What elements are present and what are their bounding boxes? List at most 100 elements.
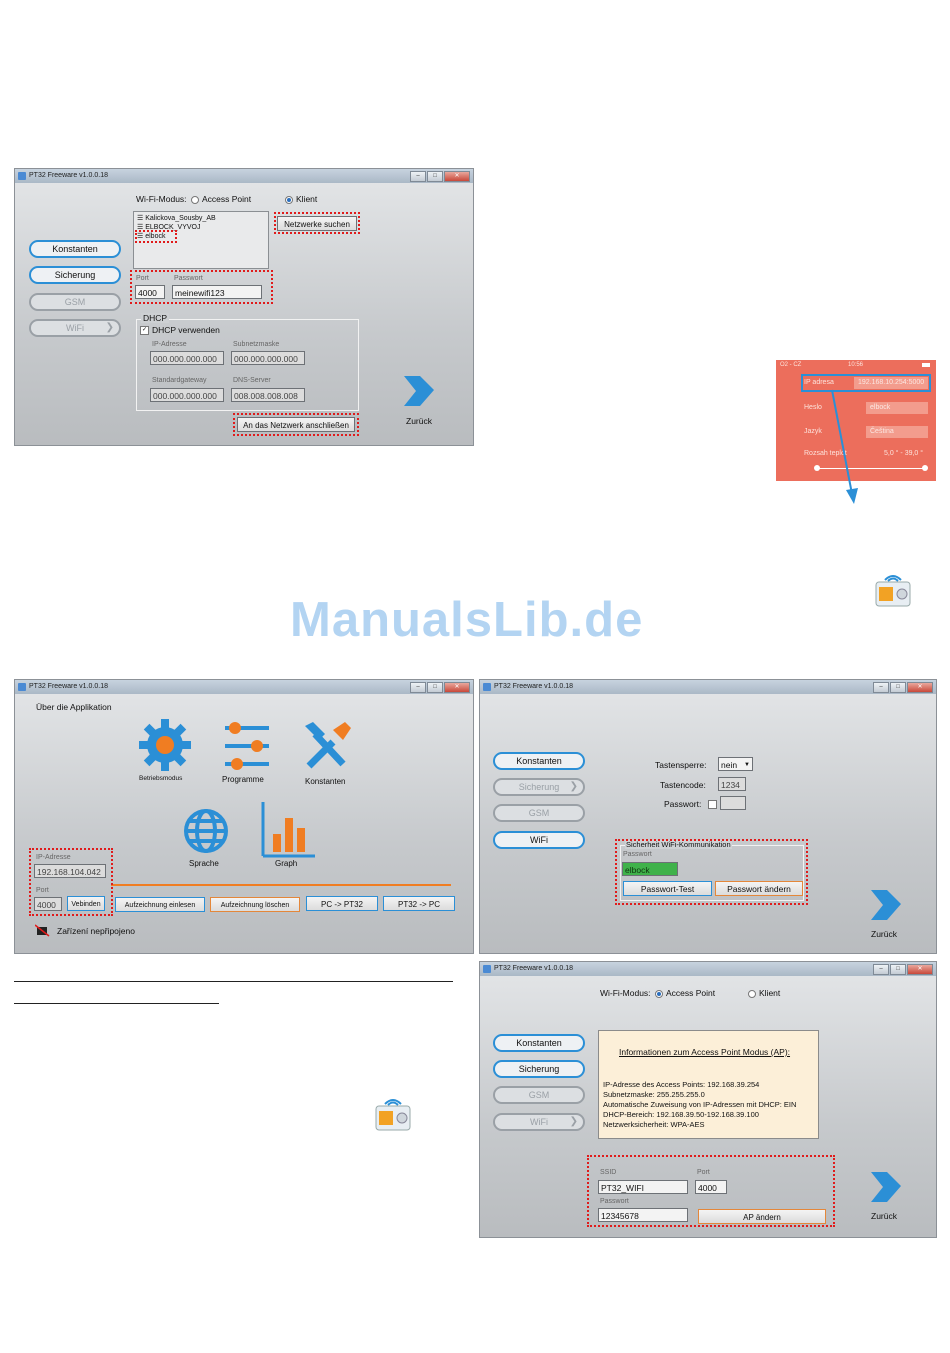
back-arrow-icon[interactable] [865, 886, 905, 924]
nav-sicherung-button[interactable]: Sicherung❯ [493, 778, 585, 796]
password-field[interactable]: meinewifi123 [172, 285, 262, 299]
nav-wifi-button[interactable]: WiFi❯ [29, 319, 121, 337]
ssid-field[interactable]: PT32_WIFI [598, 1180, 688, 1194]
chart-icon[interactable] [259, 800, 317, 858]
network-item[interactable]: ☰ Kalickova_Sousby_AB [137, 215, 216, 222]
port-field[interactable]: 4000 [34, 897, 62, 911]
gear-icon[interactable] [137, 717, 193, 773]
pc-to-pt-button[interactable]: PC -> PT32 [306, 896, 378, 911]
nav-gsm-button[interactable]: GSM [493, 1086, 585, 1104]
nav-sicherung-button[interactable]: Sicherung [29, 266, 121, 284]
highlight-ap-settings [587, 1155, 835, 1227]
connect-button[interactable]: Vebinden [67, 896, 105, 911]
phone-ip-highlight [801, 374, 931, 392]
sliders-icon[interactable] [223, 720, 271, 772]
globe-icon[interactable] [183, 808, 229, 854]
key-lock-label: Tastensperre: [655, 760, 707, 770]
maximize-icon[interactable]: □ [890, 682, 906, 693]
connect-network-button[interactable]: An das Netzwerk anschließen [237, 417, 355, 432]
phone-heslo-field[interactable]: elbock [866, 402, 928, 414]
key-code-field[interactable]: 1234 [718, 777, 746, 791]
security-window: PT32 Freeware v1.0.0.18 –□✕ Konstanten S… [479, 679, 937, 954]
password-field[interactable] [720, 796, 746, 810]
maximize-icon[interactable]: □ [427, 171, 443, 182]
mode-client-radio[interactable]: Klient [285, 194, 317, 204]
delete-recording-button[interactable]: Aufzeichnung löschen [210, 897, 300, 912]
minimize-icon[interactable]: – [410, 171, 426, 182]
key-code-label: Tastencode: [660, 780, 706, 790]
back-label[interactable]: Zurück [406, 416, 432, 426]
minimize-icon[interactable]: – [873, 964, 889, 975]
close-icon[interactable]: ✕ [444, 171, 470, 182]
sub-password-field[interactable]: elbock [622, 862, 678, 876]
maximize-icon[interactable]: □ [427, 682, 443, 693]
window-titlebar: PT32 Freeware v1.0.0.18 –□✕ [15, 169, 473, 183]
mode-ap-radio[interactable]: Access Point [655, 988, 715, 998]
maximize-icon[interactable]: □ [890, 964, 906, 975]
dhcp-checkbox[interactable]: ✓DHCP verwenden [140, 325, 220, 336]
highlight-network [135, 230, 177, 243]
ap-change-button[interactable]: AP ändern [698, 1209, 826, 1224]
window-controls: –□✕ [873, 964, 933, 975]
ap-info-line: Automatische Zuweisung von IP-Adressen m… [603, 1100, 797, 1109]
back-arrow-icon[interactable] [865, 1168, 905, 1206]
network-item[interactable]: ☰ ELBOCK_VYVOJ [137, 224, 201, 231]
password-test-button[interactable]: Passwort-Test [623, 881, 712, 896]
ip-field[interactable]: 192.168.104.042 [34, 864, 106, 878]
app-icon [18, 683, 26, 691]
mode-ap-radio[interactable]: Access Point [191, 194, 251, 204]
back-label[interactable]: Zurück [871, 929, 897, 939]
window-controls: –□✕ [410, 171, 470, 182]
phone-time: 10:56 [848, 362, 864, 368]
radio-selected-icon [655, 989, 663, 998]
read-recording-button[interactable]: Aufzeichnung einlesen [115, 897, 205, 912]
nav-gsm-button[interactable]: GSM [493, 804, 585, 822]
nav-konstanten-button[interactable]: Konstanten [493, 752, 585, 770]
pointer-arrow [831, 389, 858, 504]
divider-line [14, 981, 453, 982]
close-icon[interactable]: ✕ [444, 682, 470, 693]
nav-gsm-button[interactable]: GSM [29, 293, 121, 311]
slider-handle[interactable] [922, 465, 928, 471]
password-label: Passwort [174, 275, 203, 282]
close-icon[interactable]: ✕ [907, 682, 933, 693]
nav-konstanten-button[interactable]: Konstanten [493, 1034, 585, 1052]
radio-app-icon [875, 575, 911, 607]
minimize-icon[interactable]: – [410, 682, 426, 693]
gateway-field[interactable]: 000.000.000.000 [150, 388, 224, 402]
tools-icon[interactable] [303, 720, 353, 772]
back-label[interactable]: Zurück [871, 1211, 897, 1221]
ip-field[interactable]: 000.000.000.000 [150, 351, 224, 365]
slider-handle[interactable] [814, 465, 820, 471]
subnet-field[interactable]: 000.000.000.000 [231, 351, 305, 365]
nav-sicherung-button[interactable]: Sicherung [493, 1060, 585, 1078]
nav-konstanten-button[interactable]: Konstanten [29, 240, 121, 258]
pt-to-pc-button[interactable]: PT32 -> PC [383, 896, 455, 911]
close-icon[interactable]: ✕ [907, 964, 933, 975]
phone-ip-field[interactable]: 192.168.10.254:5000 [854, 377, 928, 389]
nav-wifi-button[interactable]: WiFi [493, 831, 585, 849]
password-field[interactable]: 12345678 [598, 1208, 688, 1222]
network-name: Kalickova_Sousby_AB [145, 215, 216, 222]
port-field[interactable]: 4000 [695, 1180, 727, 1194]
key-lock-select[interactable]: nein▼ [718, 757, 753, 771]
port-field[interactable]: 4000 [135, 285, 165, 299]
dns-field[interactable]: 008.008.008.008 [231, 388, 305, 402]
search-networks-button[interactable]: Netzwerke suchen [277, 216, 357, 231]
password-checkbox[interactable] [708, 800, 717, 809]
network-item-selected[interactable]: ☰ elbock [137, 233, 166, 240]
phone-jazyk-field[interactable]: Čeština [866, 426, 928, 438]
change-password-button[interactable]: Passwort ändern [715, 881, 803, 896]
port-label: Port [136, 275, 149, 282]
status-text: Zařízení nepřipojeno [57, 926, 135, 936]
phone-range-value: 5,0 ° - 39,0 ° [884, 450, 924, 457]
dns-label: DNS-Server [233, 377, 271, 384]
mode-client-radio[interactable]: Klient [748, 988, 780, 998]
network-list[interactable]: ☰ Kalickova_Sousby_AB ☰ ELBOCK_VYVOJ ☰ e… [133, 211, 269, 269]
ap-info-line: Netzwerksicherheit: WPA-AES [603, 1120, 705, 1129]
minimize-icon[interactable]: – [873, 682, 889, 693]
range-slider[interactable] [816, 468, 926, 469]
nav-wifi-button[interactable]: WiFi❯ [493, 1113, 585, 1131]
back-arrow-icon[interactable] [398, 372, 438, 410]
about-link[interactable]: Über die Applikation [36, 702, 112, 712]
